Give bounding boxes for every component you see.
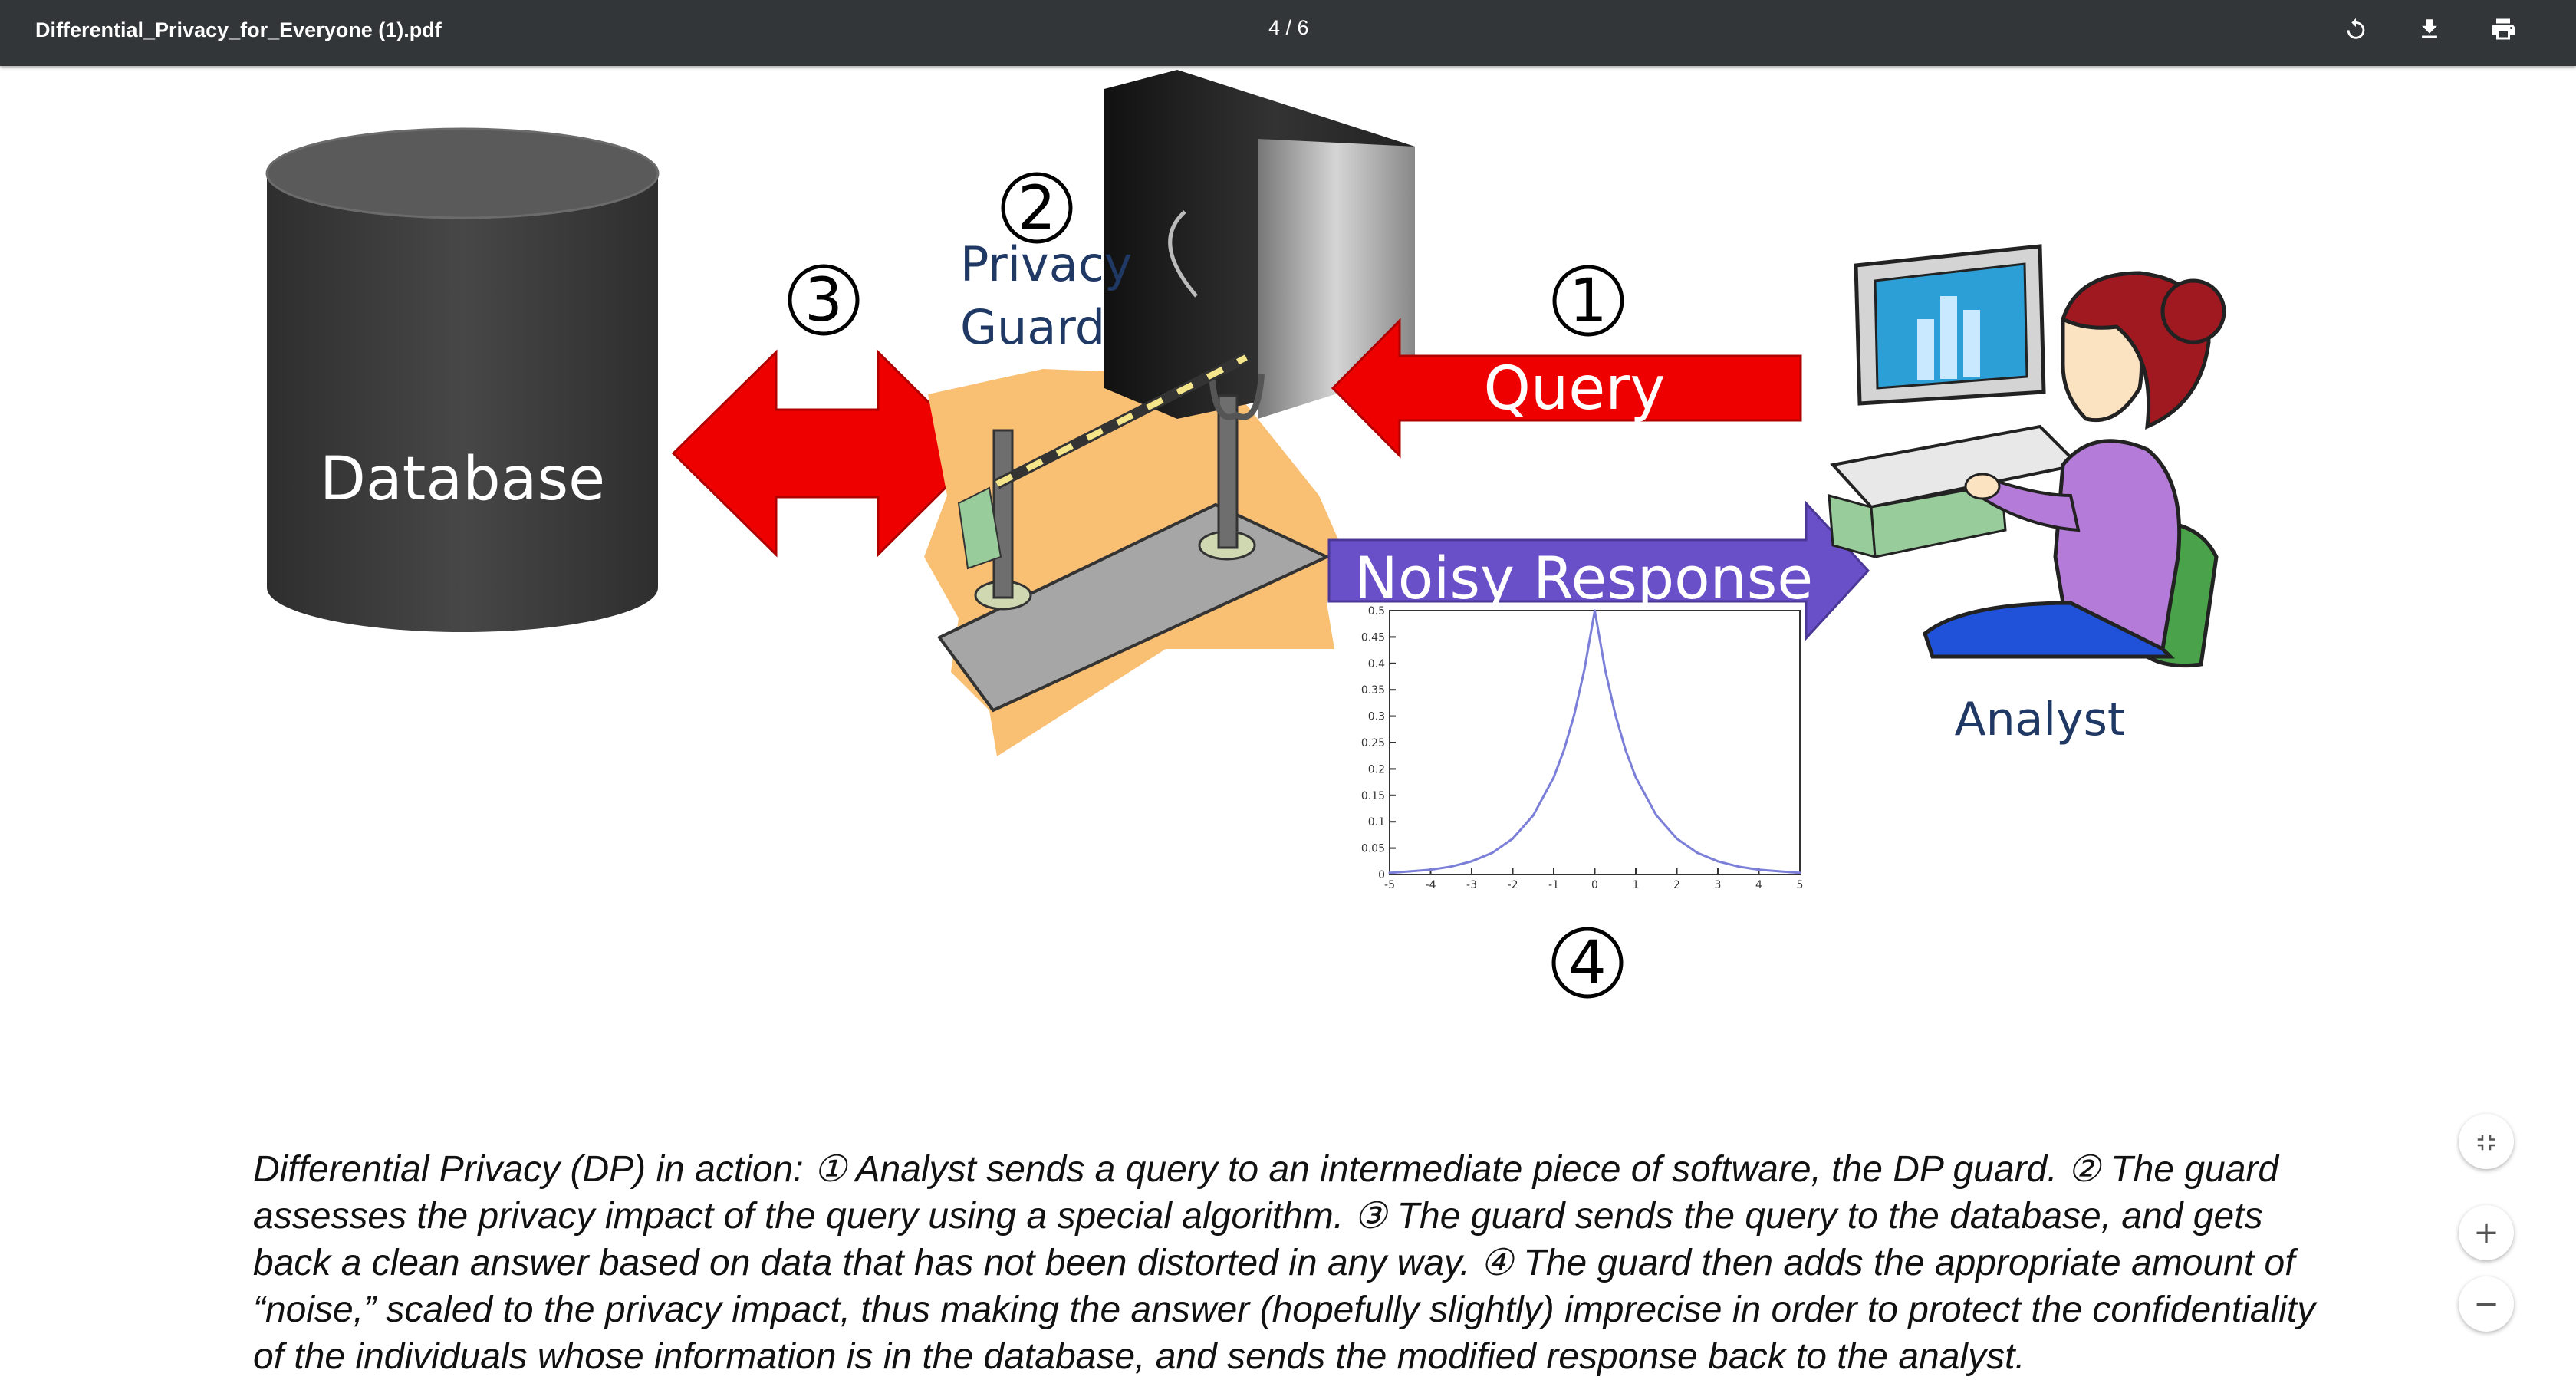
chart-x-tick-label: 3 [1715,879,1722,891]
chart-point [1583,667,1586,670]
chart-point [1531,814,1535,817]
chart-point [1696,851,1699,855]
step2-number: 2 [1018,174,1056,243]
fit-to-page-button[interactable] [2459,1114,2514,1169]
figure-caption: Differential Privacy (DP) in action: ① A… [253,1149,2316,1377]
privacy-guard-label-line2: Guard [960,299,1105,355]
step3-number: 3 [804,266,843,335]
chart-point [1562,749,1565,752]
chart-point [1624,749,1627,752]
chart-x-tick-label: 1 [1633,879,1640,891]
step1-number: 1 [1569,267,1607,336]
chart-x-tick-label: 5 [1797,879,1804,891]
noisy-response-arrow [1327,500,1870,641]
chart-y-tick-label: 0.35 [1361,684,1385,697]
query-label: Query [1483,354,1665,423]
chart-x-tick-label: 2 [1673,879,1680,891]
chart-point [1634,776,1637,779]
chart-point [1470,860,1473,863]
query-arrow [1331,318,1802,459]
chart-y-tick-label: 0.15 [1361,790,1385,802]
pdf-page: Database 3 2 Privacy Guar [0,66,2576,1378]
chart-y-tick-label: 0 [1378,869,1385,881]
chart-y-tick-label: 0.25 [1361,737,1385,749]
print-button[interactable] [2483,9,2523,49]
chart-point [1676,837,1678,840]
chart-x-tick-label: 0 [1591,879,1598,891]
chart-point [1778,870,1781,873]
chart-point [1737,865,1740,868]
download-button[interactable] [2410,9,2449,49]
chart-y-tick-label: 0.1 [1368,816,1385,828]
pdf-toolbar: Differential_Privacy_for_Everyone (1).pd… [0,0,2576,66]
chart-frame [1389,610,1801,875]
step3-circle [788,264,860,336]
step2-circle [1001,172,1073,244]
chart-y-tick-label: 0.2 [1368,763,1385,776]
zoom-in-button[interactable]: + [2459,1205,2514,1260]
guard-gate [936,352,1331,713]
chart-x-tick-label: 4 [1755,879,1762,891]
fit-to-page-icon [2477,1135,2495,1151]
chart-x-tick-label: -2 [1508,879,1518,891]
chart-y-tick-label: 0.5 [1368,605,1385,618]
chart-y-tick-label: 0.3 [1368,711,1385,723]
print-icon [2492,18,2515,40]
privacy-guard-label-line1: Privacy [960,236,1132,292]
chart-point [1512,837,1514,840]
step4-circle [1551,927,1624,999]
rotate-icon [2347,18,2365,39]
chart-point [1388,871,1391,874]
chart-point [1758,868,1760,871]
database-cylinder: Database [265,127,660,632]
step4-number: 4 [1568,929,1607,998]
laplace-chart: 00.050.10.150.20.250.30.350.40.450.5 -5-… [1361,605,1804,891]
dp-figure: Database 3 2 Privacy Guar [265,70,2226,999]
chart-point [1552,776,1555,779]
chart-point [1491,851,1494,855]
download-icon [2422,19,2437,38]
analyst-label: Analyst [1955,693,2126,746]
chart-point [1449,865,1452,868]
chart-y-axis: 0 0.05 0.1 0.15 0.2 0.25 0.3 0.35 0.4 0.45 0.5 [1361,605,1396,881]
chart-y-tick-label: 0.45 [1361,631,1385,644]
chart-x-tick-label: -5 [1384,879,1395,891]
chart-point [1655,814,1658,817]
chart-points [1388,609,1801,874]
chart-y-tick-label: 0.4 [1368,658,1385,670]
chart-point [1604,667,1607,670]
chart-x-tick-label: -1 [1548,879,1559,891]
database-label: Database [320,445,605,514]
analyst-clipart [1828,244,2226,668]
file-name: Differential_Privacy_for_Everyone (1).pd… [35,18,442,41]
page-indicator: 4 / 6 [1268,16,1309,39]
step1-circle [1552,265,1624,337]
rotate-button[interactable] [2336,9,2376,49]
chart-point [1594,609,1596,612]
chart-y-tick-label: 0.05 [1361,843,1385,855]
chart-point [1429,868,1432,871]
chart-x-tick-label: -4 [1426,879,1436,891]
chart-point [1716,860,1719,863]
double-arrow-red [671,349,982,558]
noisy-response-label: Noisy Response [1354,544,1813,612]
chart-x-axis: -5 -4 -3 -2 -1 0 1 2 3 4 5 [1384,868,1803,891]
chart-point [1614,713,1617,716]
chart-point [1798,871,1801,874]
chart-point [1573,713,1576,716]
chart-x-tick-label: -3 [1466,879,1477,891]
zoom-out-button[interactable]: − [2459,1276,2514,1332]
chart-point [1409,870,1412,873]
